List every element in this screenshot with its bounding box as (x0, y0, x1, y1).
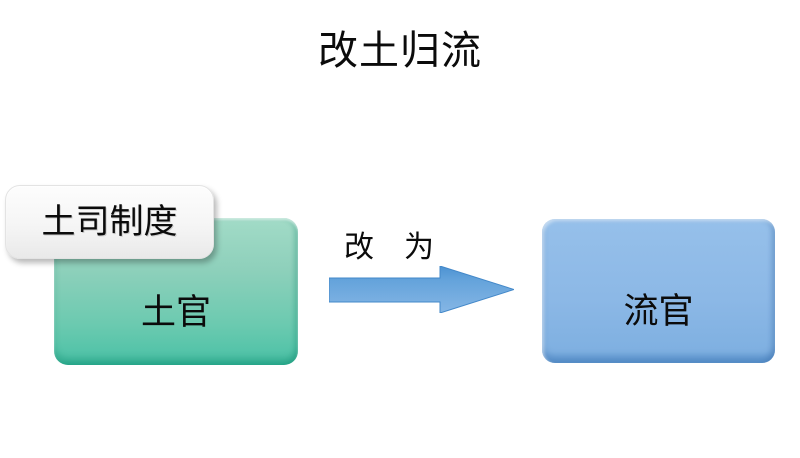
arrow-caption: 改 为 (344, 231, 434, 264)
tusi-system-callout-label: 土司制度 (41, 203, 178, 241)
source-box-label: 土官 (140, 292, 211, 332)
target-box-liuguan: 流官 (542, 219, 775, 363)
right-arrow-shape (329, 266, 514, 313)
target-box-label: 流官 (623, 291, 694, 331)
slide-title: 改土归流 (318, 29, 482, 73)
tusi-system-callout: 土司制度 (5, 185, 214, 259)
